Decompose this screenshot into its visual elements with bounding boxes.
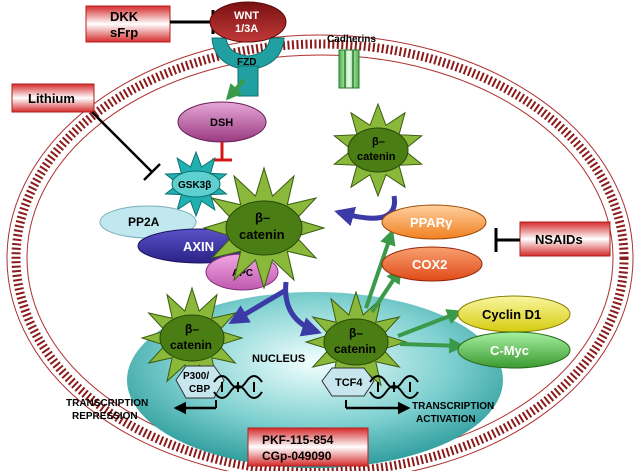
pp2a-protein: PP2A (99, 205, 197, 239)
sfrp-label: sFrp (110, 25, 138, 40)
cyclin-d1-label: Cyclin D1 (482, 307, 541, 322)
cox2-protein: COX2 (381, 246, 483, 282)
gsk3b-protein: GSK3β (164, 150, 228, 218)
tcf4-label: TCF4 (335, 377, 363, 389)
beta-catenin-nuclear-left: β– catenin (140, 286, 244, 390)
cadherins: Cadherins (327, 34, 376, 89)
catenin-label-line1: β– (372, 136, 385, 148)
gsk3b-label: GSK3β (178, 180, 211, 191)
nsaids-drug-box: NSAIDs (519, 221, 611, 257)
dna-left (213, 375, 263, 399)
to-cox2-arrow (370, 267, 402, 314)
nsaids-inhibition (494, 228, 520, 252)
wnt-subtype-label: 1/3A (235, 23, 258, 35)
nsaids-label: NSAIDs (535, 232, 583, 247)
ppar-label: PPARγ (410, 215, 453, 230)
p300-cbp-protein: P300/ CBP (175, 365, 225, 399)
apc-label: APC (232, 268, 253, 279)
ppar-gamma-protein: PPARγ (381, 204, 487, 240)
catenin-label-line1: β– (255, 210, 270, 225)
cmyc-label: C-Myc (490, 343, 529, 358)
to-ppar-arrow (364, 228, 396, 309)
to-cmyc-arrow (399, 337, 466, 354)
p300-label: P300/ (183, 371, 209, 382)
beta-catenin-cytoplasm: β– catenin (202, 166, 326, 290)
beta-catenin-cadherin: β– catenin (332, 102, 424, 198)
cadherins-label: Cadherins (327, 34, 376, 45)
repression-label-line2: REPRESSION (72, 411, 138, 422)
cytoplasm-to-p300-arrow (228, 287, 288, 325)
repression-label-line1: TRANSCRIPTION (66, 398, 148, 409)
wnt-label: WNT (234, 10, 259, 22)
dkk-drug-box: DKK sFrp (85, 5, 171, 43)
catenin-label-line2: catenin (334, 342, 376, 356)
lithium-drug-box: Lithium (11, 83, 95, 113)
activation-label-line1: TRANSCRIPTION (412, 401, 494, 412)
repression-arrow (173, 400, 217, 415)
lithium-label: Lithium (28, 91, 75, 106)
cgp-label: CGp-049090 (262, 449, 332, 463)
dsh-protein: DSH (177, 101, 267, 143)
dsh-label: DSH (210, 117, 233, 129)
to-cyclin-arrow (397, 309, 463, 338)
catenin-label-line2: catenin (170, 338, 212, 352)
activation-label-line2: ACTIVATION (416, 414, 476, 425)
catenin-label-line1: β– (349, 326, 363, 340)
catenin-label-line2: catenin (357, 151, 396, 163)
activation-arrow (345, 400, 411, 415)
cmyc-protein: C-Myc (457, 331, 571, 369)
fzd-label: FZD (237, 57, 256, 68)
cox2-label: COX2 (412, 257, 447, 272)
pp2a-label: PP2A (128, 215, 160, 229)
dna-right (369, 375, 419, 399)
lithium-inhibition (91, 111, 161, 181)
tcf4-protein: TCF4 (321, 367, 375, 397)
cbp-label: CBP (189, 384, 210, 395)
catenin-label-line2: catenin (239, 227, 285, 242)
nucleus-label: NUCLEUS (252, 353, 305, 365)
dkk-inhibition (170, 10, 215, 34)
fzd-to-dsh-arrow (225, 78, 246, 101)
cyclin-d1-protein: Cyclin D1 (457, 295, 571, 333)
beta-catenin-nuclear-right: β– catenin (304, 290, 408, 394)
pkf-label: PKF-115-854 (262, 433, 334, 447)
pkf-drug-box: PKF-115-854 CGp-049090 (247, 427, 369, 467)
dsh-inhibition (212, 142, 232, 162)
cytoplasm-to-nucleus-arrow (283, 281, 322, 337)
axin-label: AXIN (183, 239, 214, 254)
cadherin-to-cytoplasm-arrow (334, 195, 398, 227)
catenin-label-line1: β– (185, 322, 199, 336)
wnt-ligand: WNT 1/3A (209, 1, 287, 43)
dkk-label: DKK (110, 9, 139, 24)
